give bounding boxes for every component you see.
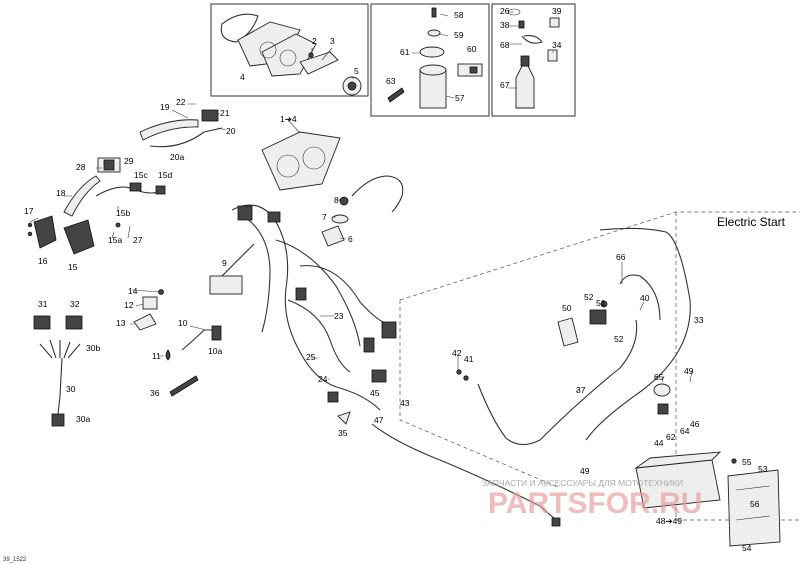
callout-15: 15 — [68, 262, 78, 272]
callout-15b: 15b — [116, 208, 130, 218]
main-harness — [209, 204, 561, 527]
callout-55: 55 — [742, 457, 752, 467]
electric-start-title: Electric Start — [717, 215, 786, 229]
callout-41: 41 — [464, 354, 474, 364]
callout-45: 45 — [370, 388, 380, 398]
callout-51: 51 — [596, 298, 606, 308]
callout-13: 13 — [116, 318, 126, 328]
callout-28: 28 — [76, 162, 86, 172]
gauge-inset-box — [210, 3, 369, 97]
callout-26: 26 — [500, 6, 510, 16]
callout-48to49: 48➔49 — [656, 516, 682, 526]
callout-68: 68 — [500, 40, 510, 50]
callout-7: 7 — [322, 212, 327, 222]
callout-20a: 20a — [170, 152, 184, 162]
callout-40: 40 — [640, 293, 650, 303]
callout-30b: 30b — [86, 343, 100, 353]
callout-2: 2 — [312, 36, 317, 46]
callout-66: 66 — [616, 252, 626, 262]
watermark-text: ЗАПЧАСТИ И АКСЕССУАРЫ ДЛЯ МОТОТЕХНИКИ — [482, 478, 683, 488]
callout-10a: 10a — [208, 346, 222, 356]
callout-27: 27 — [133, 235, 143, 245]
callout-49a: 49 — [684, 366, 694, 376]
callout-34: 34 — [552, 40, 562, 50]
callout-63: 63 — [386, 76, 396, 86]
callout-19: 19 — [160, 102, 170, 112]
callout-53: 53 — [758, 464, 768, 474]
ignition-parts — [321, 175, 404, 247]
callout-52b: 52 — [614, 334, 624, 344]
callout-30a: 30a — [76, 414, 90, 424]
callout-12: 12 — [124, 300, 134, 310]
callout-31: 31 — [38, 299, 48, 309]
tube-inset-box — [491, 3, 576, 117]
callout-64: 64 — [680, 426, 690, 436]
callout-60: 60 — [467, 44, 477, 54]
callout-67: 67 — [500, 80, 510, 90]
callout-39: 39 — [552, 6, 562, 16]
callout-3: 3 — [330, 36, 335, 46]
callout-11: 11 — [152, 351, 161, 361]
callout-44: 44 — [654, 438, 664, 448]
callout-25: 25 — [306, 352, 316, 362]
callout-30: 30 — [66, 384, 76, 394]
callout-21: 21 — [220, 108, 230, 118]
callout-32: 32 — [70, 299, 80, 309]
callout-20: 20 — [226, 126, 236, 136]
callout-18: 18 — [56, 188, 66, 198]
watermark-logo: PARTSFOR.RU — [488, 487, 702, 520]
callout-4: 4 — [240, 72, 245, 82]
callout-16: 16 — [38, 256, 48, 266]
callout-59: 59 — [454, 30, 464, 40]
callout-29: 29 — [124, 156, 134, 166]
lower-left-parts — [33, 289, 222, 427]
callout-54: 54 — [742, 543, 752, 553]
callout-61: 61 — [400, 47, 410, 57]
callout-17: 17 — [24, 206, 34, 216]
left-switch-parts — [27, 109, 223, 255]
callout-57: 57 — [455, 93, 465, 103]
callout-5: 5 — [354, 66, 359, 76]
callout-22: 22 — [176, 97, 186, 107]
leader-lines — [29, 11, 693, 393]
callout-37: 37 — [576, 385, 586, 395]
callout-15d: 15d — [158, 170, 172, 180]
callout-38: 38 — [500, 20, 510, 30]
callout-15c: 15c — [134, 170, 148, 180]
callout-43: 43 — [400, 398, 410, 408]
callout-1to4: 1➔4 — [280, 114, 297, 124]
drawing-reference: 39_1522 — [3, 557, 27, 563]
callout-35: 35 — [338, 428, 348, 438]
callout-42: 42 — [452, 348, 462, 358]
callout-23: 23 — [334, 311, 344, 321]
callout-50: 50 — [562, 303, 572, 313]
callout-labels: 4 2 3 5 1➔4 58 59 61 60 57 63 26 38 68 3… — [24, 6, 786, 553]
callout-46: 46 — [690, 419, 700, 429]
electric-start-section — [399, 211, 800, 547]
callout-14: 14 — [128, 286, 138, 296]
callout-49b: 49 — [580, 466, 590, 476]
callout-6: 6 — [348, 234, 353, 244]
callout-58: 58 — [454, 10, 464, 20]
callout-52a: 52 — [584, 292, 594, 302]
callout-62: 62 — [666, 432, 676, 442]
tank-inset-box — [370, 3, 490, 117]
callout-56: 56 — [750, 499, 760, 509]
callout-15a: 15a — [108, 235, 122, 245]
callout-33: 33 — [694, 315, 704, 325]
callout-65: 65 — [654, 372, 664, 382]
callout-47: 47 — [374, 415, 384, 425]
callout-36: 36 — [150, 388, 160, 398]
callout-24: 24 — [318, 374, 328, 384]
callout-10: 10 — [178, 318, 188, 328]
instrument-cluster — [261, 119, 341, 191]
callout-9: 9 — [222, 258, 227, 268]
